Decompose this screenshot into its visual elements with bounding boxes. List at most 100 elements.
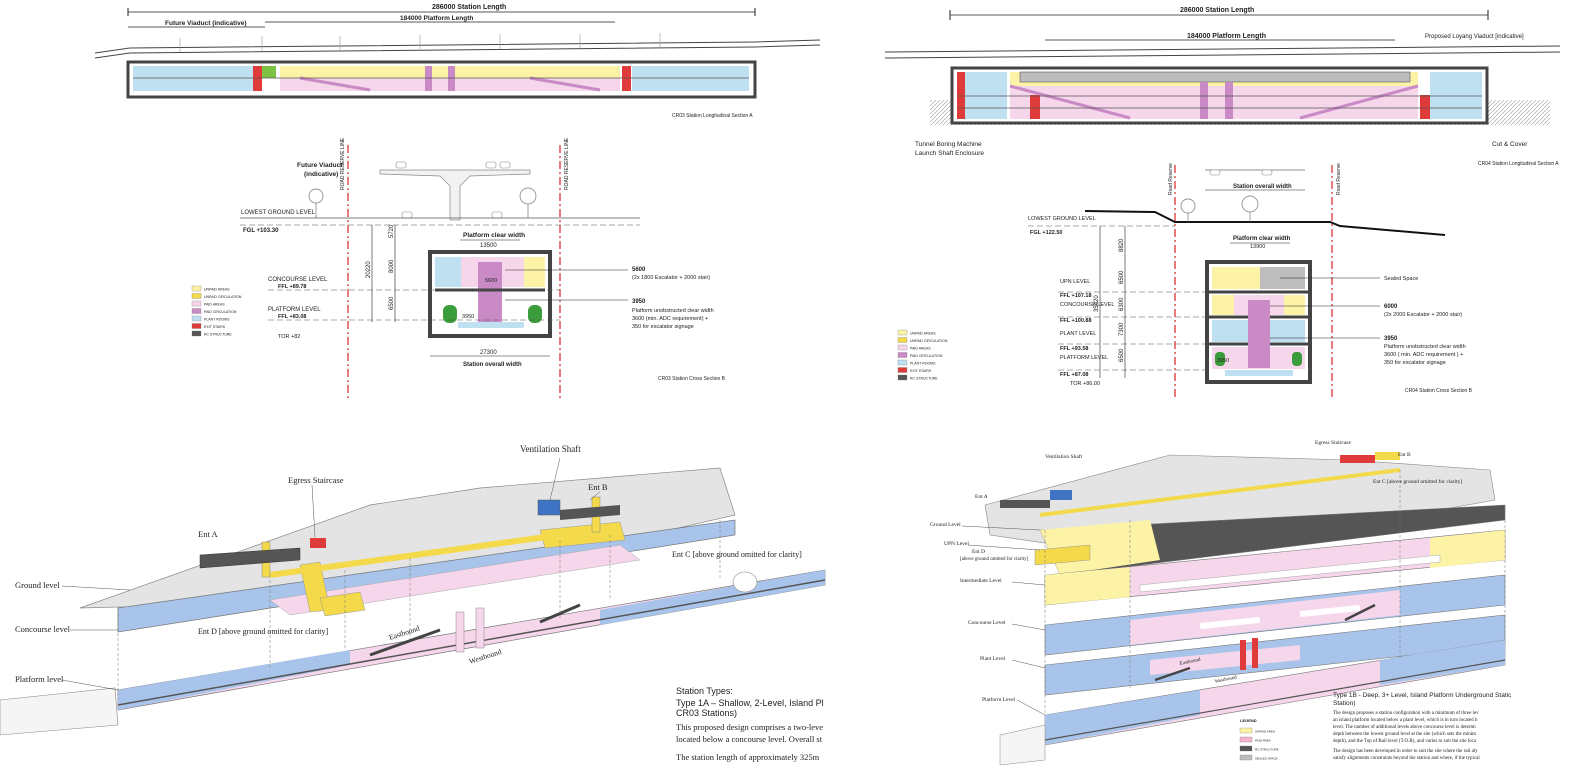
left-concourse-level-label: CONCOURSE LEVEL bbox=[268, 277, 328, 283]
left-legend-item-label: UNPAID CIRCULATION bbox=[204, 295, 242, 299]
right-legend-item-swatch bbox=[897, 352, 908, 358]
left-station-length-label: 286000 Station Length bbox=[432, 4, 506, 11]
left-legend-item-swatch bbox=[191, 293, 202, 299]
right-ent-a-label: Ent A bbox=[975, 494, 988, 500]
left-dim-3950: 3950 bbox=[462, 314, 474, 320]
right-legend-item-label: UNPAID CIRCULATION bbox=[910, 339, 948, 343]
right-note-3950-desc3: 350 for escalator signage bbox=[1384, 360, 1446, 366]
right-para-6: The design has been developed in order t… bbox=[1333, 749, 1478, 754]
left-dim-8000: 8000 bbox=[389, 259, 395, 273]
right-legend-b-title: LEGEND bbox=[1240, 718, 1257, 723]
right-legend-b-item-swatch bbox=[1239, 727, 1253, 734]
left-para-2: located below a concourse level. Overall… bbox=[676, 734, 823, 744]
left-tor: TOR +82 bbox=[278, 334, 300, 340]
right-ent-c-label: Ent C [above ground omitted for clarity] bbox=[1373, 478, 1462, 485]
right-legend-item-swatch bbox=[897, 367, 908, 373]
right-plant-level-label: PLANT LEVEL bbox=[1060, 331, 1096, 337]
left-platform-clear-width-label: Platform clear width bbox=[463, 232, 525, 239]
left-dim-5720: 5720 bbox=[389, 224, 395, 238]
right-concourse-level-axo-label: Concourse Level bbox=[968, 620, 1006, 626]
left-note-3950-desc1: Platform unobstructed clear width bbox=[632, 308, 714, 314]
left-road-reserve-label-2: ROAD RESERVE LINE bbox=[564, 137, 570, 190]
right-type-1b-heading: Type 1B - Deep, 3+ Level, Island Platfor… bbox=[1333, 692, 1512, 699]
left-lowest-ground-label: LOWEST GROUND LEVEL bbox=[241, 210, 316, 216]
left-text-block: Station Types: Type 1A – Shallow, 2-Leve… bbox=[676, 686, 824, 762]
left-longitudinal-section: 286000 Station Length Future Viaduct (in… bbox=[94, 4, 821, 119]
left-ent-d-label: Ent D [above ground omitted for clarity] bbox=[198, 627, 329, 636]
right-legend-b-item-label: UNPAID AREA bbox=[1255, 730, 1275, 734]
right-note-3950-desc2: 3600 ( min. ADC requirement ) + bbox=[1384, 352, 1463, 358]
right-ent-d-label-2: [above ground omitted for clarity] bbox=[960, 557, 1029, 562]
left-note-3950-desc2: 3600 (min. ADC requirement) + bbox=[632, 316, 708, 322]
left-para-1: This proposed design comprises a two-lev… bbox=[676, 722, 823, 732]
left-platform-level-label: PLATFORM LEVEL bbox=[268, 307, 321, 313]
right-tbm-label-2: Launch Shaft Enclosure bbox=[915, 150, 984, 157]
right-dim-6300: 6300 bbox=[1119, 297, 1125, 311]
right-intermediate-level-label: Intermediate Level bbox=[960, 578, 1002, 584]
left-legend-item-label: PAID CIRCULATION bbox=[204, 310, 237, 314]
right-fgl-label: FGL +122.50 bbox=[1030, 230, 1062, 236]
right-legend: UNPAID AREAS UNPAID CIRCULATION PAID AREAS… bbox=[897, 329, 948, 381]
right-legend-b-item-label: SEALED SPACE bbox=[1255, 757, 1278, 761]
left-cross-viaduct-label: Future Viaduct bbox=[297, 162, 343, 169]
left-future-viaduct-label: Future Viaduct (indicative) bbox=[165, 20, 247, 27]
left-para-3: The station length of approximately 325m bbox=[676, 752, 820, 762]
left-concourse-level-axo-label: Concourse level bbox=[15, 624, 71, 634]
right-upn-level-label: UPN LEVEL bbox=[1060, 279, 1090, 285]
right-legend-b-item-swatch bbox=[1239, 745, 1253, 752]
right-dim-8820: 8820 bbox=[1119, 238, 1125, 252]
right-para-3: level. The number of additional levels a… bbox=[1333, 725, 1476, 730]
right-note-3950: 3950 bbox=[1384, 336, 1398, 342]
right-ffl-platform: FFL +87.08 bbox=[1060, 372, 1088, 378]
left-cross-section-caption: CR03 Station Cross Section B bbox=[658, 376, 726, 382]
left-type-1a-heading-2: CR03 Stations) bbox=[676, 708, 737, 718]
right-ffl-upn: FFL +107.18 bbox=[1060, 293, 1092, 299]
right-platform-length-label: 184000 Platform Length bbox=[1187, 33, 1266, 40]
tree-icons bbox=[308, 187, 537, 218]
right-westbound-label: Westbound bbox=[1214, 675, 1237, 685]
left-ent-b-label: Ent B bbox=[588, 482, 608, 492]
right-cut-cover-label: Cut & Cover bbox=[1492, 141, 1528, 148]
right-legend-item-label: PLANT ROOMS bbox=[910, 362, 936, 366]
right-para-4: depth between the lowest ground level at… bbox=[1333, 732, 1476, 737]
right-ffl-plant: FFL +93.58 bbox=[1060, 346, 1088, 352]
right-para-1: The design proposes a station configurat… bbox=[1333, 711, 1479, 716]
right-station-length-label: 286000 Station Length bbox=[1180, 7, 1254, 14]
right-legend-item-label: PAID AREAS bbox=[910, 347, 931, 351]
right-platform-level-label: PLATFORM LEVEL bbox=[1060, 355, 1108, 361]
right-platform-level-axo-label: Platform Level bbox=[982, 696, 1016, 703]
right-concourse-level-label: CONCOURSE LEVEL bbox=[1060, 302, 1114, 308]
right-legend-item-swatch bbox=[897, 374, 908, 381]
left-dim-13500: 13500 bbox=[480, 243, 497, 249]
right-legend-b-item-label: PAID AREA bbox=[1255, 739, 1271, 743]
right-para-5: depth), and the Top of Rail level (T.O.R… bbox=[1333, 739, 1477, 744]
left-westbound-label: Westbound bbox=[468, 647, 503, 666]
left-note-5600-desc: (2x 1800 Escalator + 2000 stair) bbox=[632, 275, 710, 281]
right-axonometric: Egress Staircase Ventilation Shaft Ent B… bbox=[930, 440, 1506, 766]
right-ground-level-label: Ground Level bbox=[930, 522, 961, 528]
right-note-6000-desc: (2x 2000 Escalator + 2000 stair) bbox=[1384, 312, 1462, 318]
right-ffl-concourse: FFL +100.88 bbox=[1060, 318, 1092, 324]
right-upn-level-axo-label: UPN Level bbox=[944, 541, 969, 547]
right-tbm-label: Tunnel Boring Machine bbox=[915, 141, 982, 148]
right-text-block: Type 1B - Deep, 3+ Level, Island Platfor… bbox=[1333, 692, 1512, 761]
right-legend-item-label: UNPAID AREAS bbox=[910, 332, 936, 336]
right-proposed-viaduct-label: Proposed Loyang Viaduct [indicative] bbox=[1425, 34, 1524, 40]
vehicle-icons bbox=[395, 161, 511, 219]
right-long-section-caption: CR04 Station Longitudinal Section A bbox=[1478, 161, 1559, 167]
left-note-3950-desc3: 350 for escalator signage bbox=[632, 324, 694, 330]
right-longitudinal-section: 286000 Station Length 184000 Platform Le… bbox=[884, 7, 1561, 167]
right-legend-b-item-swatch bbox=[1239, 754, 1253, 761]
left-long-section-caption: CR03 Station Longitudinal Section A bbox=[672, 113, 753, 119]
left-ffl-platform: FFL +83.08 bbox=[278, 314, 306, 320]
right-ventilation-shaft-label: Ventilation Shaft bbox=[1045, 453, 1083, 460]
right-ent-d-label: Ent D bbox=[972, 549, 985, 555]
left-platform-level-axo-label: Platform level bbox=[15, 674, 64, 684]
right-eastbound-label: Eastbound bbox=[1179, 658, 1201, 667]
right-cross-section: Station overall width Road Reserve Road … bbox=[1028, 163, 1473, 398]
left-legend-item-label: PAID AREAS bbox=[204, 303, 225, 307]
left-legend-item-swatch bbox=[191, 315, 202, 322]
